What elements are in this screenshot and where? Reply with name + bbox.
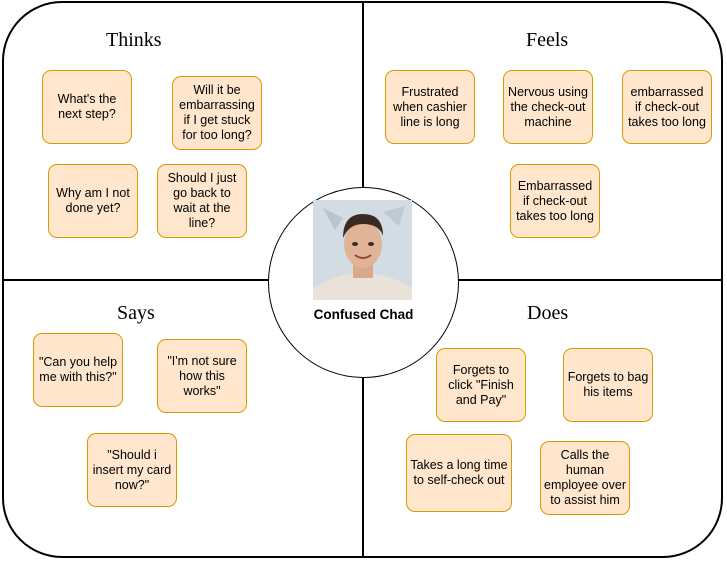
quadrant-title-thinks: Thinks [106, 29, 162, 51]
sticky-note[interactable]: "Should i insert my card now?" [87, 433, 177, 507]
quadrant-title-feels: Feels [526, 29, 569, 51]
sticky-note[interactable]: Takes a long time to self-check out [406, 434, 512, 512]
sticky-note[interactable]: Frustrated when cashier line is long [385, 70, 475, 144]
sticky-note[interactable]: "Can you help me with this?" [33, 333, 123, 407]
sticky-note[interactable]: Should I just go back to wait at the lin… [157, 164, 247, 238]
sticky-note[interactable]: Calls the human employee over to assist … [540, 441, 630, 515]
sticky-note[interactable]: Nervous using the check-out machine [503, 70, 593, 144]
quadrant-title-does: Does [527, 302, 569, 324]
sticky-note[interactable]: Forgets to bag his items [563, 348, 653, 422]
sticky-note[interactable]: Why am I not done yet? [48, 164, 138, 238]
sticky-note[interactable]: Embarrassed if check-out takes too long [510, 164, 600, 238]
person-portrait-icon [313, 200, 412, 300]
sticky-note[interactable]: embarrassed if check-out takes too long [622, 70, 712, 144]
sticky-note[interactable]: "I'm not sure how this works" [157, 339, 247, 413]
sticky-note[interactable]: Will it be embarrassing if I get stuck f… [172, 76, 262, 150]
persona-name: Confused Chad [313, 307, 414, 322]
sticky-note[interactable]: Forgets to click "Finish and Pay" [436, 348, 526, 422]
quadrant-title-says: Says [117, 302, 155, 324]
sticky-note[interactable]: What's the next step? [42, 70, 132, 144]
